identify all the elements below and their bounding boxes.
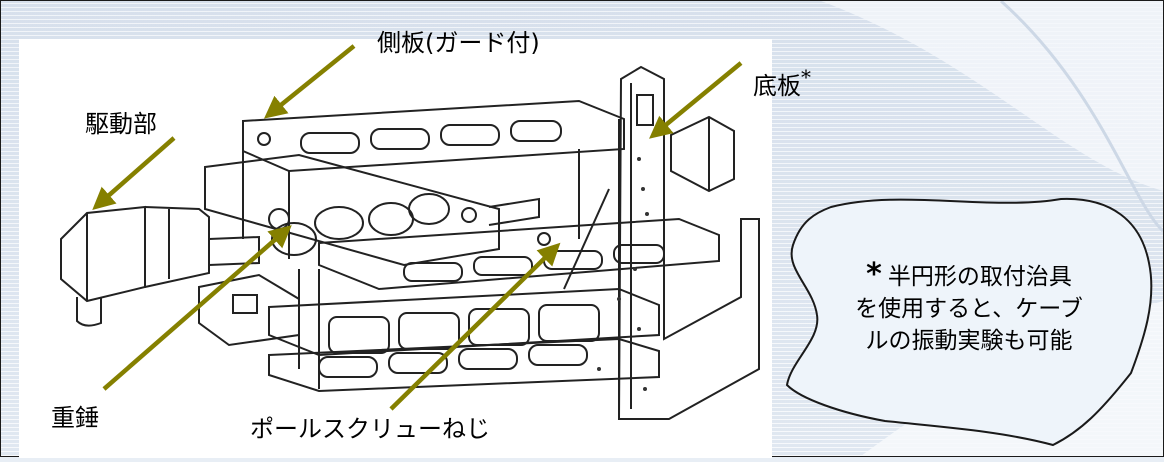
note-mark: * <box>866 257 882 292</box>
side-plate-label: 側板(ガード付) <box>377 29 540 57</box>
bottom-plate-label: 底板* <box>753 67 811 98</box>
ball-screw-arrow <box>389 242 561 411</box>
weight-label: 重錘 <box>51 404 99 432</box>
bottom-plate-mark: * <box>801 65 811 89</box>
side-plate-arrow <box>263 44 356 119</box>
cable-test-note: *半円形の取付治具 を使用すると、ケーブ ルの振動実験も可能 <box>813 259 1125 357</box>
note-line-2: を使用すると、ケーブ <box>855 296 1083 322</box>
drive-unit-arrow <box>92 136 176 210</box>
note-line-1: *半円形の取付治具 <box>813 259 1125 293</box>
drive-unit-label: 駆動部 <box>85 110 157 138</box>
ball-screw-label: ポールスクリューねじ <box>250 415 490 443</box>
note-line-3: ルの振動実験も可能 <box>865 328 1073 354</box>
bottom-plate-text: 底板 <box>753 72 801 100</box>
bottom-plate-arrow <box>649 61 743 139</box>
weight-arrow <box>102 225 292 391</box>
mechanism-drawing <box>19 39 772 458</box>
note-line-1-text: 半円形の取付治具 <box>887 264 1072 290</box>
